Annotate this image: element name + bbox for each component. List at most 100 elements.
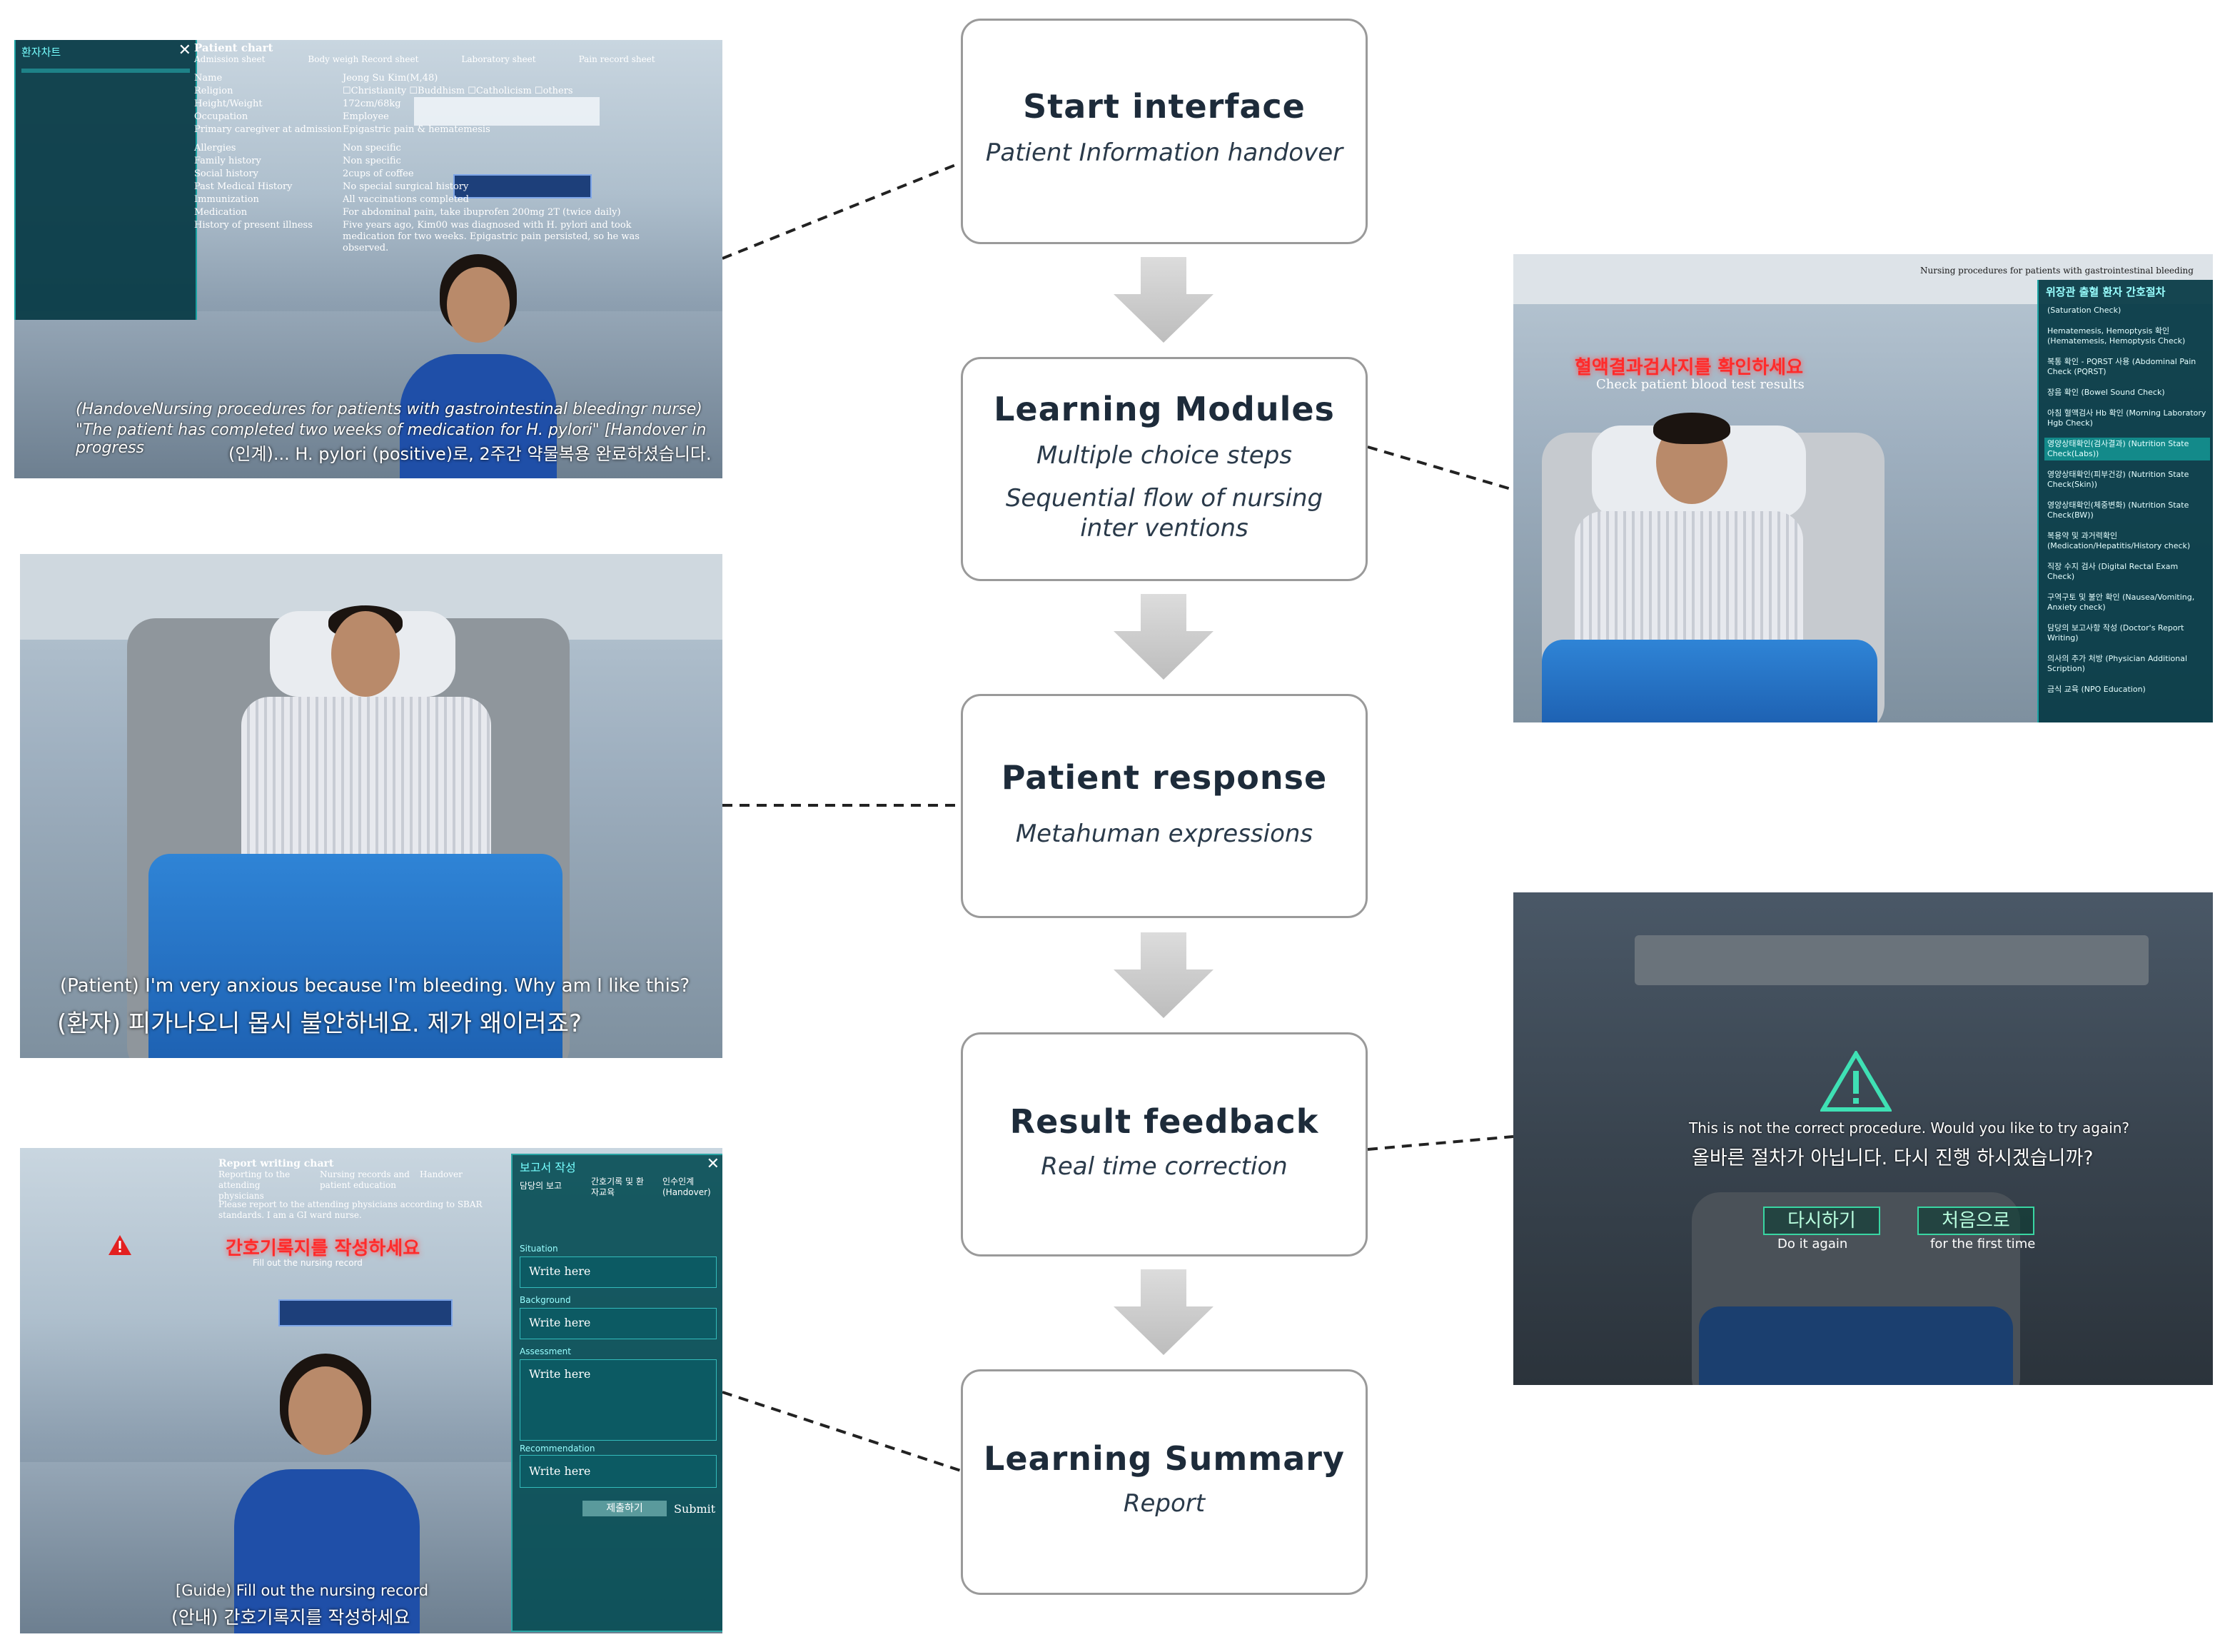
nurse-scrubs [234, 1469, 420, 1633]
situation-input[interactable]: Write here [520, 1256, 717, 1288]
procedure-steps: (Saturation Check) Hematemesis, Hemoptysi… [2044, 304, 2210, 704]
flow-title: Start interface [1023, 87, 1306, 126]
chart-row-value: Epigastric pain & hematemesis [343, 124, 490, 135]
flow-title: Learning Modules [994, 390, 1335, 428]
close-icon[interactable]: ✕ [178, 41, 191, 59]
chart-row-value: Non specific [343, 156, 401, 166]
alert-fill-record: 간호기록지를 작성하세요 [226, 1238, 420, 1259]
chart-row-value: ☐Christianity ☐Buddhism ☐Catholicism ☐ot… [343, 86, 573, 96]
flow-title: Learning Summary [984, 1439, 1345, 1478]
section-background: Background [520, 1295, 571, 1305]
panel-tab-nursing[interactable]: 간호기록 및 환자교육 [591, 1177, 644, 1197]
tab-body-weigh[interactable]: Body weigh Record sheet [308, 54, 419, 64]
close-icon[interactable]: ✕ [706, 1155, 720, 1173]
chart-row-value: No special surgical history [343, 181, 469, 192]
procedure-step-item[interactable]: 의사의 추가 처방 (Physician Additional Scriptio… [2047, 654, 2188, 673]
tab-admission-sheet[interactable]: Admission sheet [194, 54, 266, 64]
section-assessment: Assessment [520, 1346, 571, 1356]
flow-box-learning-summary: Learning Summary Report [961, 1369, 1368, 1595]
chart-row-value: For abdominal pain, take ibuprofen 200mg… [343, 207, 621, 218]
screenshot-start-interface: 환자차트 ✕ Patient chart Admission sheet Bod… [14, 40, 722, 478]
procedure-step-item[interactable]: 구역구토 및 불안 확인 (Nausea/Vomiting, Anxiety c… [2047, 593, 2195, 612]
procedure-step-item[interactable]: Hematemesis, Hemoptysis 확인 (Hematemesis,… [2047, 326, 2186, 346]
flow-box-result-feedback: Result feedback Real time correction [961, 1032, 1368, 1256]
chart-row-value: Non specific [343, 143, 401, 153]
submit-button[interactable]: 제출하기 [582, 1501, 667, 1516]
flow-title: Patient response [1001, 758, 1328, 797]
flow-box-start-interface: Start interface Patient Information hand… [961, 19, 1368, 244]
sidebar-title: 위장관 출혈 환자 간호절차 [2046, 286, 2166, 298]
handover-caption-2: "The patient has completed two weeks of … [76, 421, 707, 457]
report-panel: 보고서 작성 ✕ 담당의 보고 간호기록 및 환자교육 인수인계 (Handov… [511, 1154, 722, 1632]
tab-pain-record[interactable]: Pain record sheet [578, 54, 655, 64]
panel-tab-handover[interactable]: 인수인계 (Handover) [662, 1177, 711, 1197]
procedure-step-item[interactable]: 장음 확인 (Bowel Sound Check) [2047, 388, 2165, 397]
retry-button[interactable]: 다시하기 [1763, 1207, 1880, 1235]
alert-check-blood-en: Check patient blood test results [1596, 377, 1805, 392]
chart-tabs: Admission sheet Body weigh Record sheet … [194, 54, 722, 65]
assessment-input[interactable]: Write here [520, 1359, 717, 1441]
flow-subtitle: Report [1123, 1489, 1206, 1518]
procedure-step-item[interactable]: 아침 혈액검사 Hb 확인 (Morning Laboratory Hgb Ch… [2047, 408, 2206, 428]
restart-button[interactable]: 처음으로 [1917, 1207, 2034, 1235]
procedure-step-item[interactable]: 담당의 보고사항 작성 (Doctor's Report Writing) [2047, 623, 2184, 643]
handover-caption-kr: (인계)... H. pylori (positive)로, 2주간 약물복용 … [228, 444, 712, 464]
report-tab-nursing[interactable]: Nursing records and patient education [320, 1169, 410, 1190]
warning-icon [1820, 1051, 1892, 1112]
procedure-step-item[interactable]: 영양상태확인(체중변화) (Nutrition State Check(BW)) [2047, 500, 2189, 520]
procedure-step-item[interactable]: (Saturation Check) [2047, 306, 2121, 315]
guide-caption-kr: (안내) 간호기록지를 작성하세요 [171, 1607, 410, 1628]
report-tab-physician[interactable]: Reporting to the attending physicians [218, 1169, 291, 1201]
report-chart-title: Report writing chart [218, 1158, 334, 1169]
background-input[interactable]: Write here [520, 1308, 717, 1339]
patient-caption-kr: (환자) 피가나오니 몹시 불안하네요. 제가 왜이러죠? [57, 1009, 582, 1038]
nurse-head [447, 267, 510, 343]
chart-row-label: Immunization [194, 194, 259, 205]
error-message-en: This is not the correct procedure. Would… [1689, 1119, 2130, 1137]
section-recommendation: Recommendation [520, 1444, 595, 1454]
handover-caption-1: (HandoveNursing procedures for patients … [76, 401, 702, 418]
procedure-step-item[interactable]: 영양상태확인(피부건강) (Nutrition State Check(Skin… [2047, 470, 2189, 489]
report-tab-handover[interactable]: Handover [420, 1169, 463, 1179]
chart-row-label: Religion [194, 86, 233, 96]
guide-caption-en: [Guide) Fill out the nursing record [176, 1582, 429, 1599]
procedure-step-item[interactable]: 금식 교육 (NPO Education) [2047, 685, 2146, 694]
screenshot-patient-response: (Patient) I'm very anxious because I'm b… [20, 554, 722, 1058]
procedure-header: Nursing procedures for patients with gas… [1920, 266, 2194, 276]
chart-row-value: 2cups of coffee [343, 168, 414, 179]
submit-label[interactable]: Submit [674, 1502, 716, 1516]
chart-row: Religion ☐Christianity ☐Buddhism ☐Catholi… [194, 86, 651, 97]
patient-head [331, 611, 400, 697]
procedure-step-item[interactable]: 직장 수지 검사 (Digital Rectal Exam Check) [2047, 562, 2179, 581]
patient-panel: 환자차트 ✕ [14, 40, 197, 320]
flow-subtitle: Real time correction [1041, 1152, 1288, 1181]
submit-kr-label: 제출하기 [606, 1503, 643, 1514]
flow-subtitle: Sequential flow of nursing inter vention… [1005, 484, 1323, 543]
down-arrow-icon [1114, 932, 1214, 1018]
procedure-step-item[interactable]: 복용약 및 과거력확인 (Medication/Hepatitis/Histor… [2047, 531, 2191, 550]
report-instruction: Please report to the attending physician… [218, 1199, 483, 1220]
procedure-step-item[interactable]: 복통 확인 - PQRST 사용 (Abdominal Pain Check (… [2047, 357, 2196, 376]
panel-tab-physician[interactable]: 담당의 보고 [520, 1181, 562, 1191]
chart-row-label: Primary caregiver at admission [194, 124, 343, 135]
tab-laboratory[interactable]: Laboratory sheet [461, 54, 536, 64]
restart-button-label: for the first time [1930, 1237, 2036, 1251]
screenshot-learning-modules: Nursing procedures for patients with gas… [1513, 254, 2213, 722]
recommendation-input[interactable]: Write here [520, 1455, 717, 1488]
screenshot-result-feedback: This is not the correct procedure. Would… [1513, 892, 2213, 1385]
ward-sign [453, 174, 592, 198]
alert-fill-record-en: Fill out the nursing record [253, 1258, 363, 1268]
procedure-step-item[interactable]: 영양상태확인(검사결과) (Nutrition State Check(Labs… [2044, 438, 2210, 460]
flow-subtitle: Patient Information handover [985, 138, 1343, 167]
flow-box-patient-response: Patient response Metahuman expressions [961, 694, 1368, 918]
